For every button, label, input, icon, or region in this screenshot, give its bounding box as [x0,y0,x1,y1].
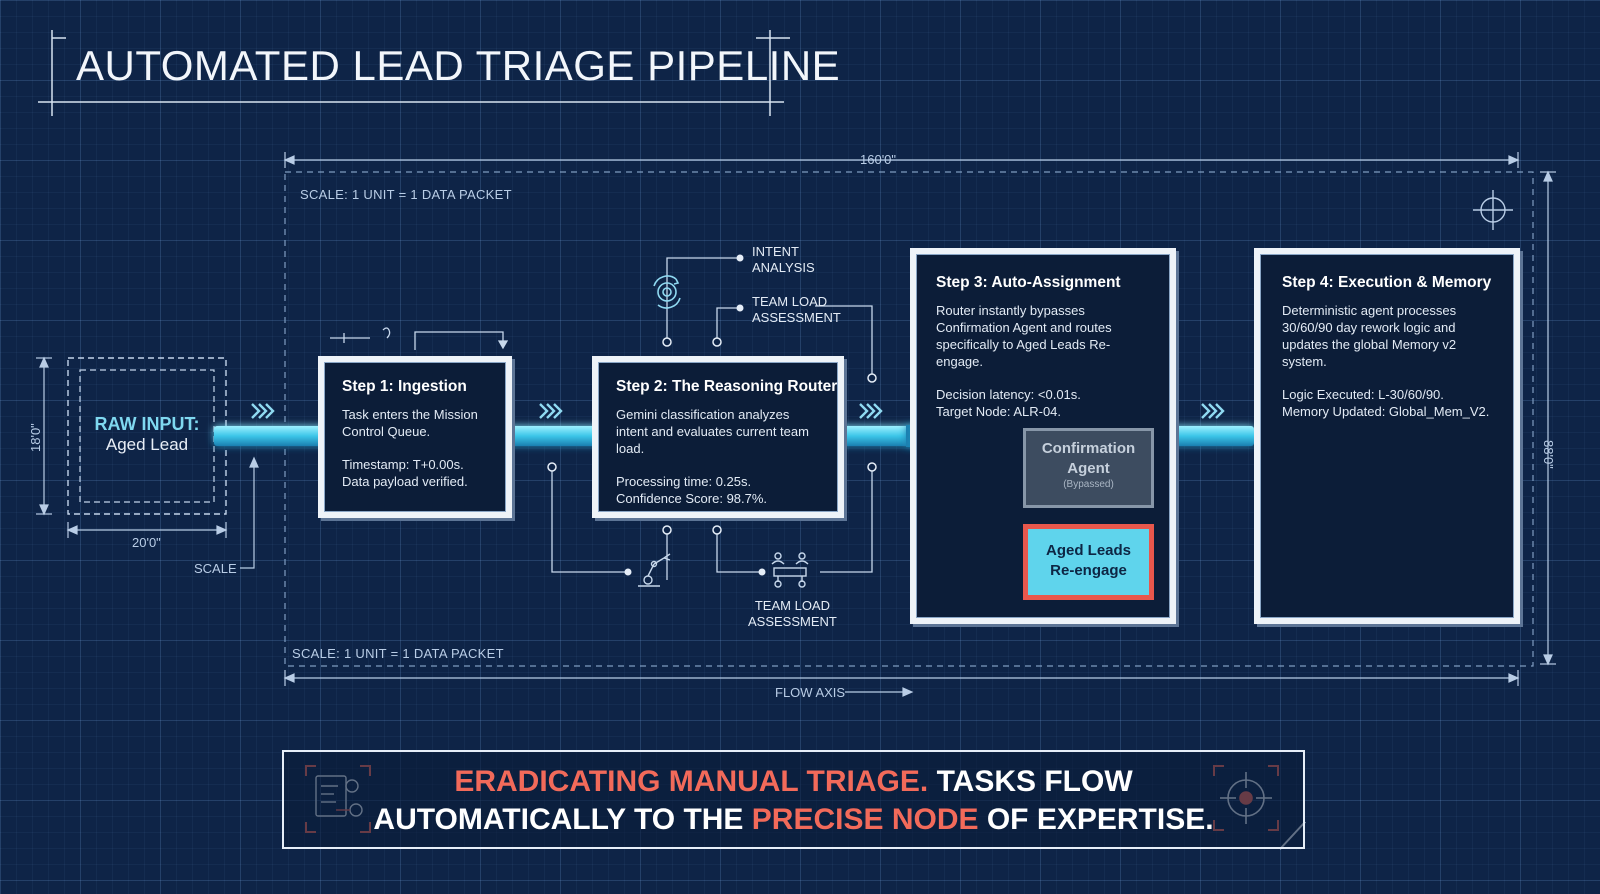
step-description: Task enters the Mission Control Queue. [342,407,478,439]
scope-frame [284,171,1534,667]
page-title: AUTOMATED LEAD TRIAGE PIPELINE [76,42,841,89]
title-frame [38,30,790,116]
step-metric: Decision latency: <0.01s. [936,387,1081,402]
step-title: Step 1: Ingestion [342,378,467,395]
scale-label-top: SCALE: 1 UNIT = 1 DATA PACKET [300,187,512,202]
raw-height-label: 18'0" [28,423,43,452]
step-title: Step 4: Execution & Memory [1282,274,1492,291]
step1-decoration [330,327,509,350]
step-4-card: Step 4: Execution & Memory Deterministic… [1254,248,1520,624]
router-gear-icon [653,275,681,309]
flow-chevrons [251,403,1225,419]
right-dimension [1540,170,1556,666]
router-connectors [551,257,873,580]
bottom-banner: ERADICATING MANUAL TRIAGE. TASKS FLOW AU… [282,750,1305,849]
router-connector-dots [547,337,877,535]
step-metric: Confidence Score: 98.7%. [616,491,768,506]
crosshair-icon [1473,190,1513,230]
step-1-card: Step 1: Ingestion Task enters the Missio… [318,356,512,518]
height-dimension-label: 88'0" [1541,440,1556,469]
raw-input-title: RAW INPUT: [94,414,200,434]
raw-dimensions [36,356,259,569]
top-dimension [283,152,1520,168]
intent-analysis-label: INTENT ANALYSIS [752,244,815,275]
robot-arm-icon [638,553,671,587]
width-dimension-label: 160'0" [860,152,897,167]
step-2-card: Step 2: The Reasoning Router Gemini clas… [592,356,844,518]
raw-input: RAW INPUT: Aged Lead [80,414,214,455]
step-metric: Timestamp: T+0.00s. [342,457,464,472]
step-title: Step 3: Auto-Assignment [936,274,1121,291]
bottom-dimension [283,670,1520,697]
team-load-icon [771,552,809,588]
step-description: Gemini classification analyzes intent an… [616,407,809,456]
step-description: Router instantly bypasses Confirmation A… [936,303,1112,369]
raw-width-label: 20'0" [132,535,161,550]
bypassed-status: (Bypassed) [1063,479,1114,490]
banner-line-2: AUTOMATICALLY TO THE PRECISE NODE OF EXP… [373,803,1214,836]
step-metric: Target Node: ALR-04. [936,404,1062,419]
step-metric: Processing time: 0.25s. [616,474,752,489]
raw-input-subtitle: Aged Lead [105,435,189,454]
step-description: Deterministic agent processes 30/60/90 d… [1282,303,1457,369]
scale-pointer-label: SCALE [194,561,237,576]
step-metric: Logic Executed: L-30/60/90. [1282,387,1444,402]
confirmation-agent-node: Confirmation Agent (Bypassed) [1023,428,1154,508]
team-load-label-top: TEAM LOAD ASSESSMENT [752,294,841,325]
step-metric: Data payload verified. [342,474,468,489]
flow-axis-label: FLOW AXIS [775,685,846,700]
banner-line-1: ERADICATING MANUAL TRIAGE. TASKS FLOW [454,765,1133,798]
team-load-label-bottom: TEAM LOAD ASSESSMENT [748,598,837,629]
scale-label-bottom: SCALE: 1 UNIT = 1 DATA PACKET [292,646,504,661]
step-metric: Memory Updated: Global_Mem_V2. [1282,404,1490,419]
aged-leads-node: Aged Leads Re-engage [1023,524,1154,600]
step-title: Step 2: The Reasoning Router [616,378,838,395]
